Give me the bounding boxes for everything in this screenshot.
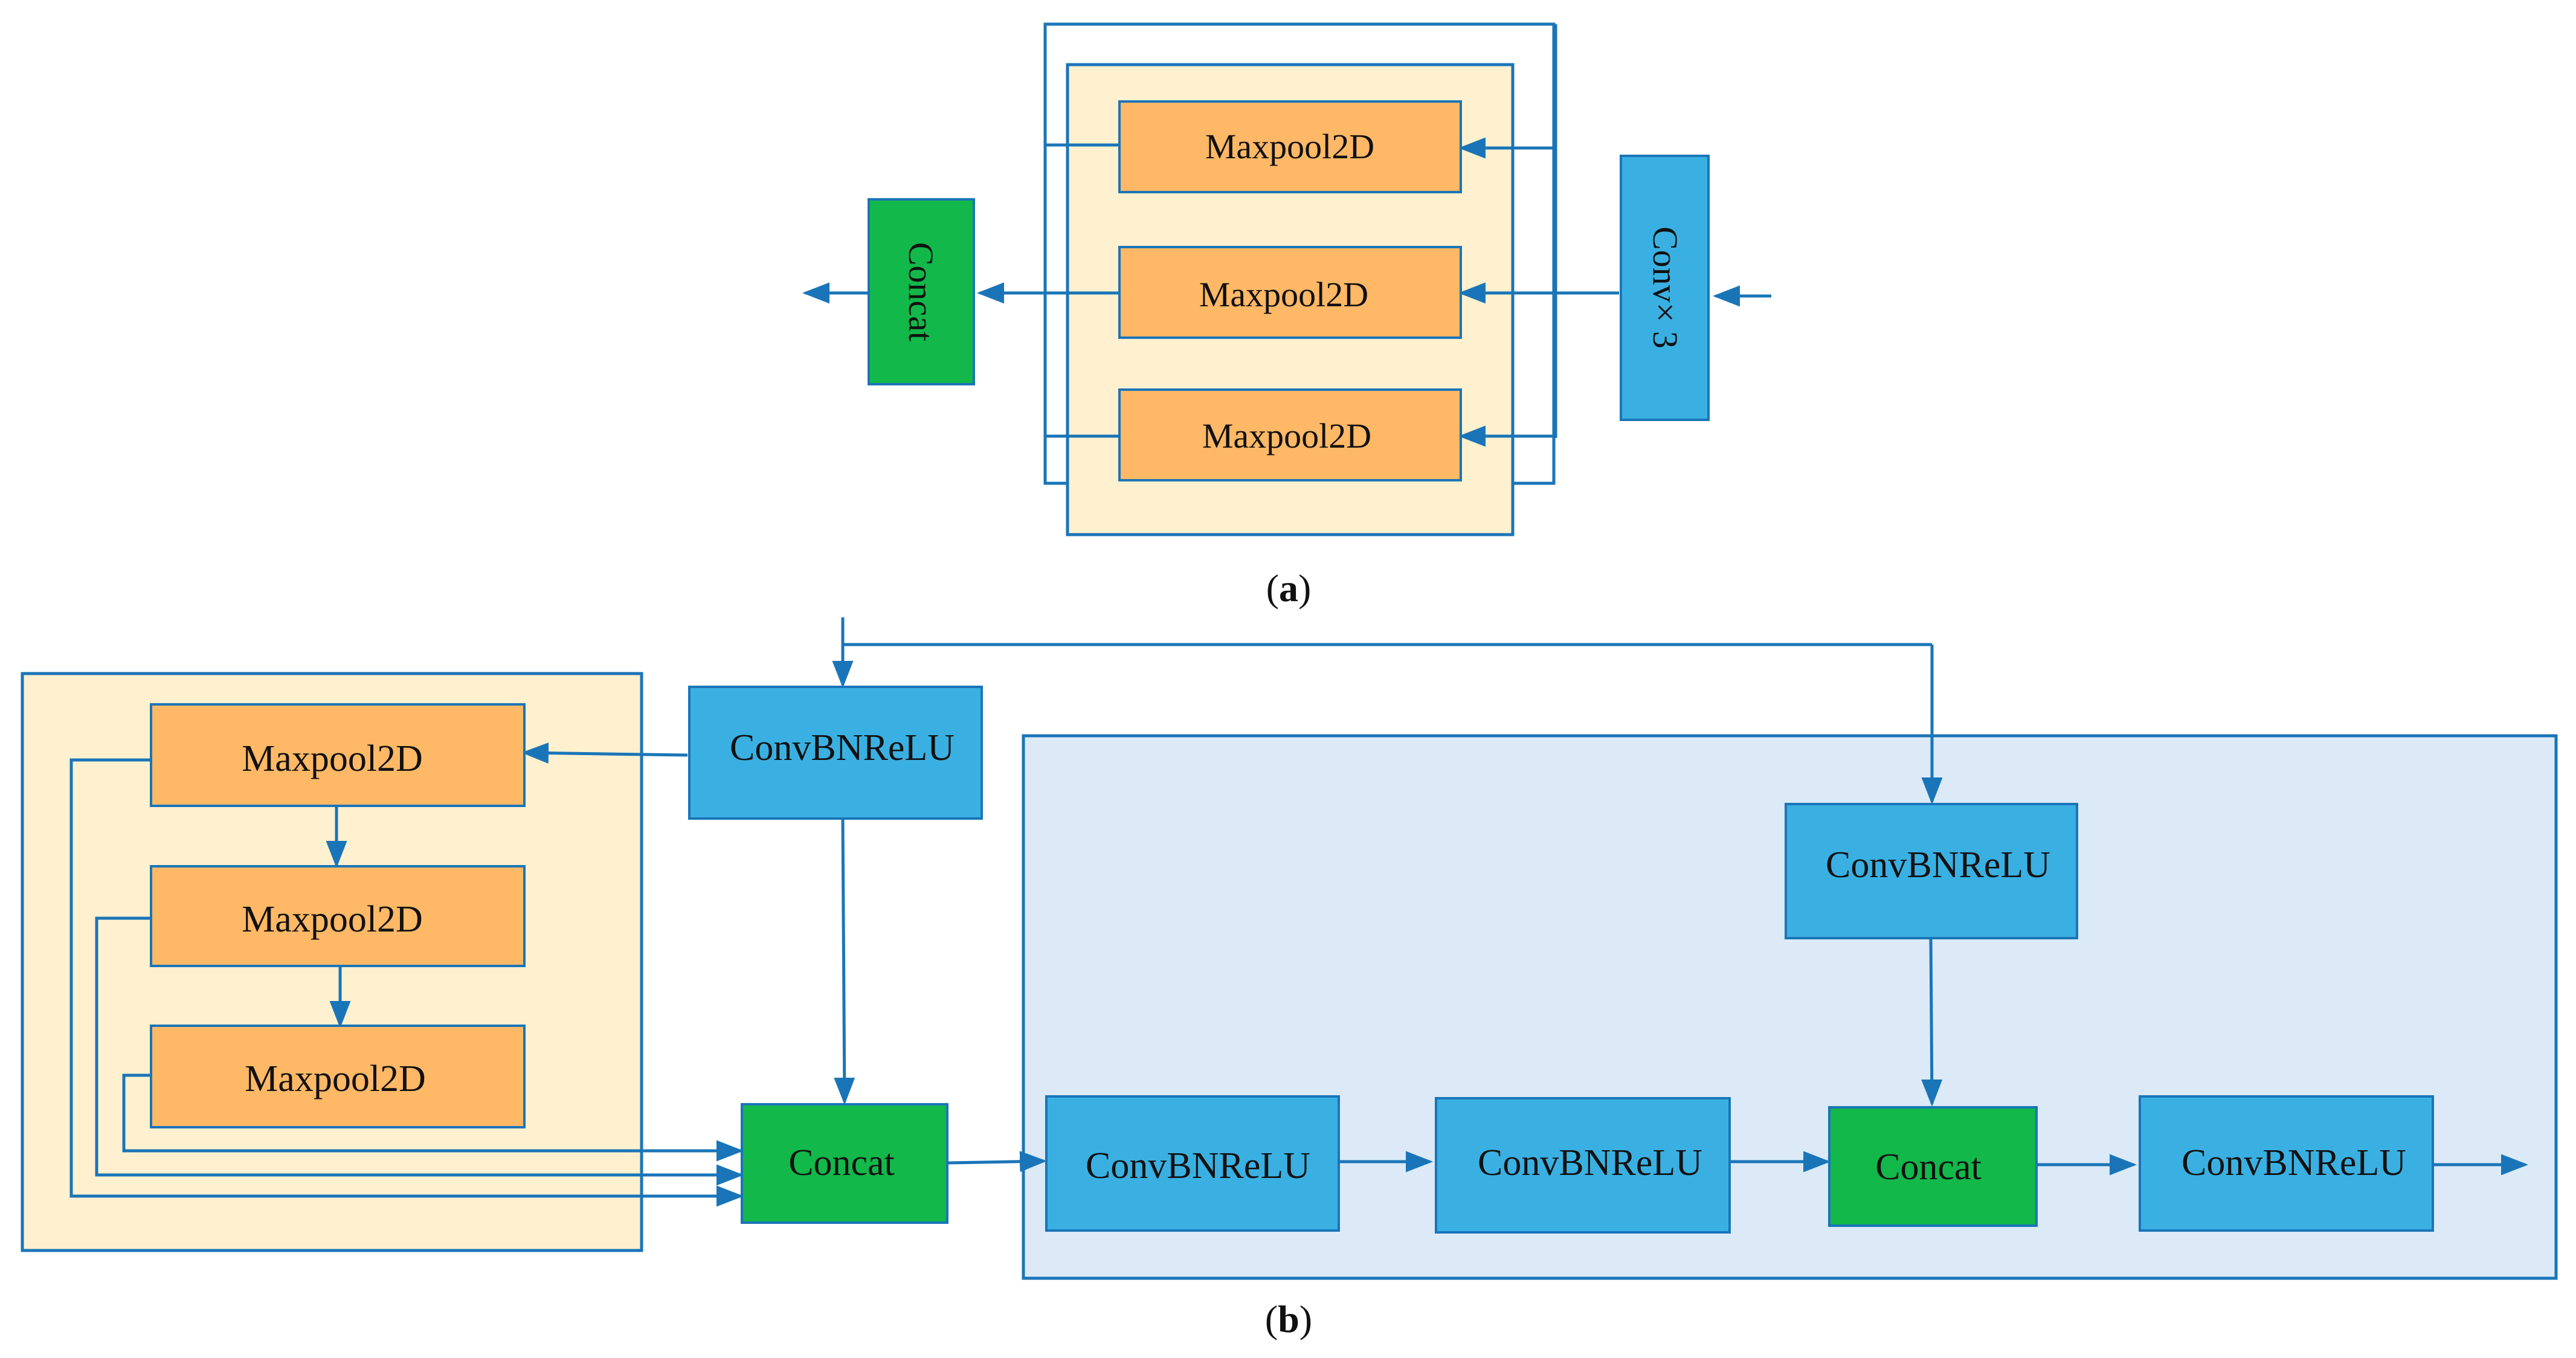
panel-b: Maxpool2D Maxpool2D Maxpool2D ConvBNReLU… xyxy=(21,617,2558,1340)
panel-a-maxpool-1: Maxpool2D xyxy=(1118,100,1462,193)
panel-b-connectors xyxy=(69,617,2528,1207)
panel-a-caption: (a) xyxy=(1266,567,1312,610)
panel-a-concat-label: Concat xyxy=(901,242,941,341)
panel-b-conv-right-top-label: ConvBNReLU xyxy=(1826,845,2050,886)
panel-a-maxpool-1-label: Maxpool2D xyxy=(1205,127,1374,166)
panel-a-conv-label: Conv× 3 xyxy=(1646,227,1685,349)
panel-a-conv: Conv× 3 xyxy=(1620,155,1710,421)
panel-a-maxpool-2: Maxpool2D xyxy=(1118,246,1462,339)
panel-b-conv-top: ConvBNReLU xyxy=(688,686,983,820)
panel-b-maxpool-3: Maxpool2D xyxy=(150,1025,526,1128)
panel-b-concat-left: Concat xyxy=(741,1103,948,1224)
panel-a-maxpool-3-label: Maxpool2D xyxy=(1202,416,1371,455)
panel-a-maxpool-2-label: Maxpool2D xyxy=(1199,275,1368,314)
panel-b-concat-right: Concat xyxy=(1828,1106,2038,1227)
panel-b-concat-left-label: Concat xyxy=(788,1142,895,1183)
panel-b-maxpool-1-label: Maxpool2D xyxy=(242,738,423,779)
panel-b-maxpool-1: Maxpool2D xyxy=(150,703,526,807)
panel-b-conv-right-top: ConvBNReLU xyxy=(1785,803,2078,939)
panel-a-concat: Concat xyxy=(868,198,975,385)
panel-b-conv-chain-1-label: ConvBNReLU xyxy=(1086,1145,1310,1186)
panel-b-concat-right-label: Concat xyxy=(1875,1147,1982,1188)
panel-b-maxpool-3-label: Maxpool2D xyxy=(245,1058,426,1099)
panel-b-conv-chain-1: ConvBNReLU xyxy=(1045,1095,1340,1232)
panel-b-conv-top-label: ConvBNReLU xyxy=(730,727,955,768)
panel-b-conv-chain-2-label: ConvBNReLU xyxy=(1478,1142,1702,1183)
panel-b-maxpool-2: Maxpool2D xyxy=(150,865,526,967)
panel-a: Maxpool2D Maxpool2D Maxpool2D Concat Con… xyxy=(802,22,1771,610)
panel-b-conv-chain-2: ConvBNReLU xyxy=(1435,1097,1731,1234)
panel-b-conv-chain-3-label: ConvBNReLU xyxy=(2182,1142,2406,1183)
panel-a-connectors xyxy=(802,24,1771,447)
panel-b-caption: (b) xyxy=(1265,1298,1312,1340)
panel-b-maxpool-2-label: Maxpool2D xyxy=(242,899,423,940)
panel-a-maxpool-3: Maxpool2D xyxy=(1118,388,1462,481)
panel-b-conv-chain-3: ConvBNReLU xyxy=(2139,1095,2434,1232)
